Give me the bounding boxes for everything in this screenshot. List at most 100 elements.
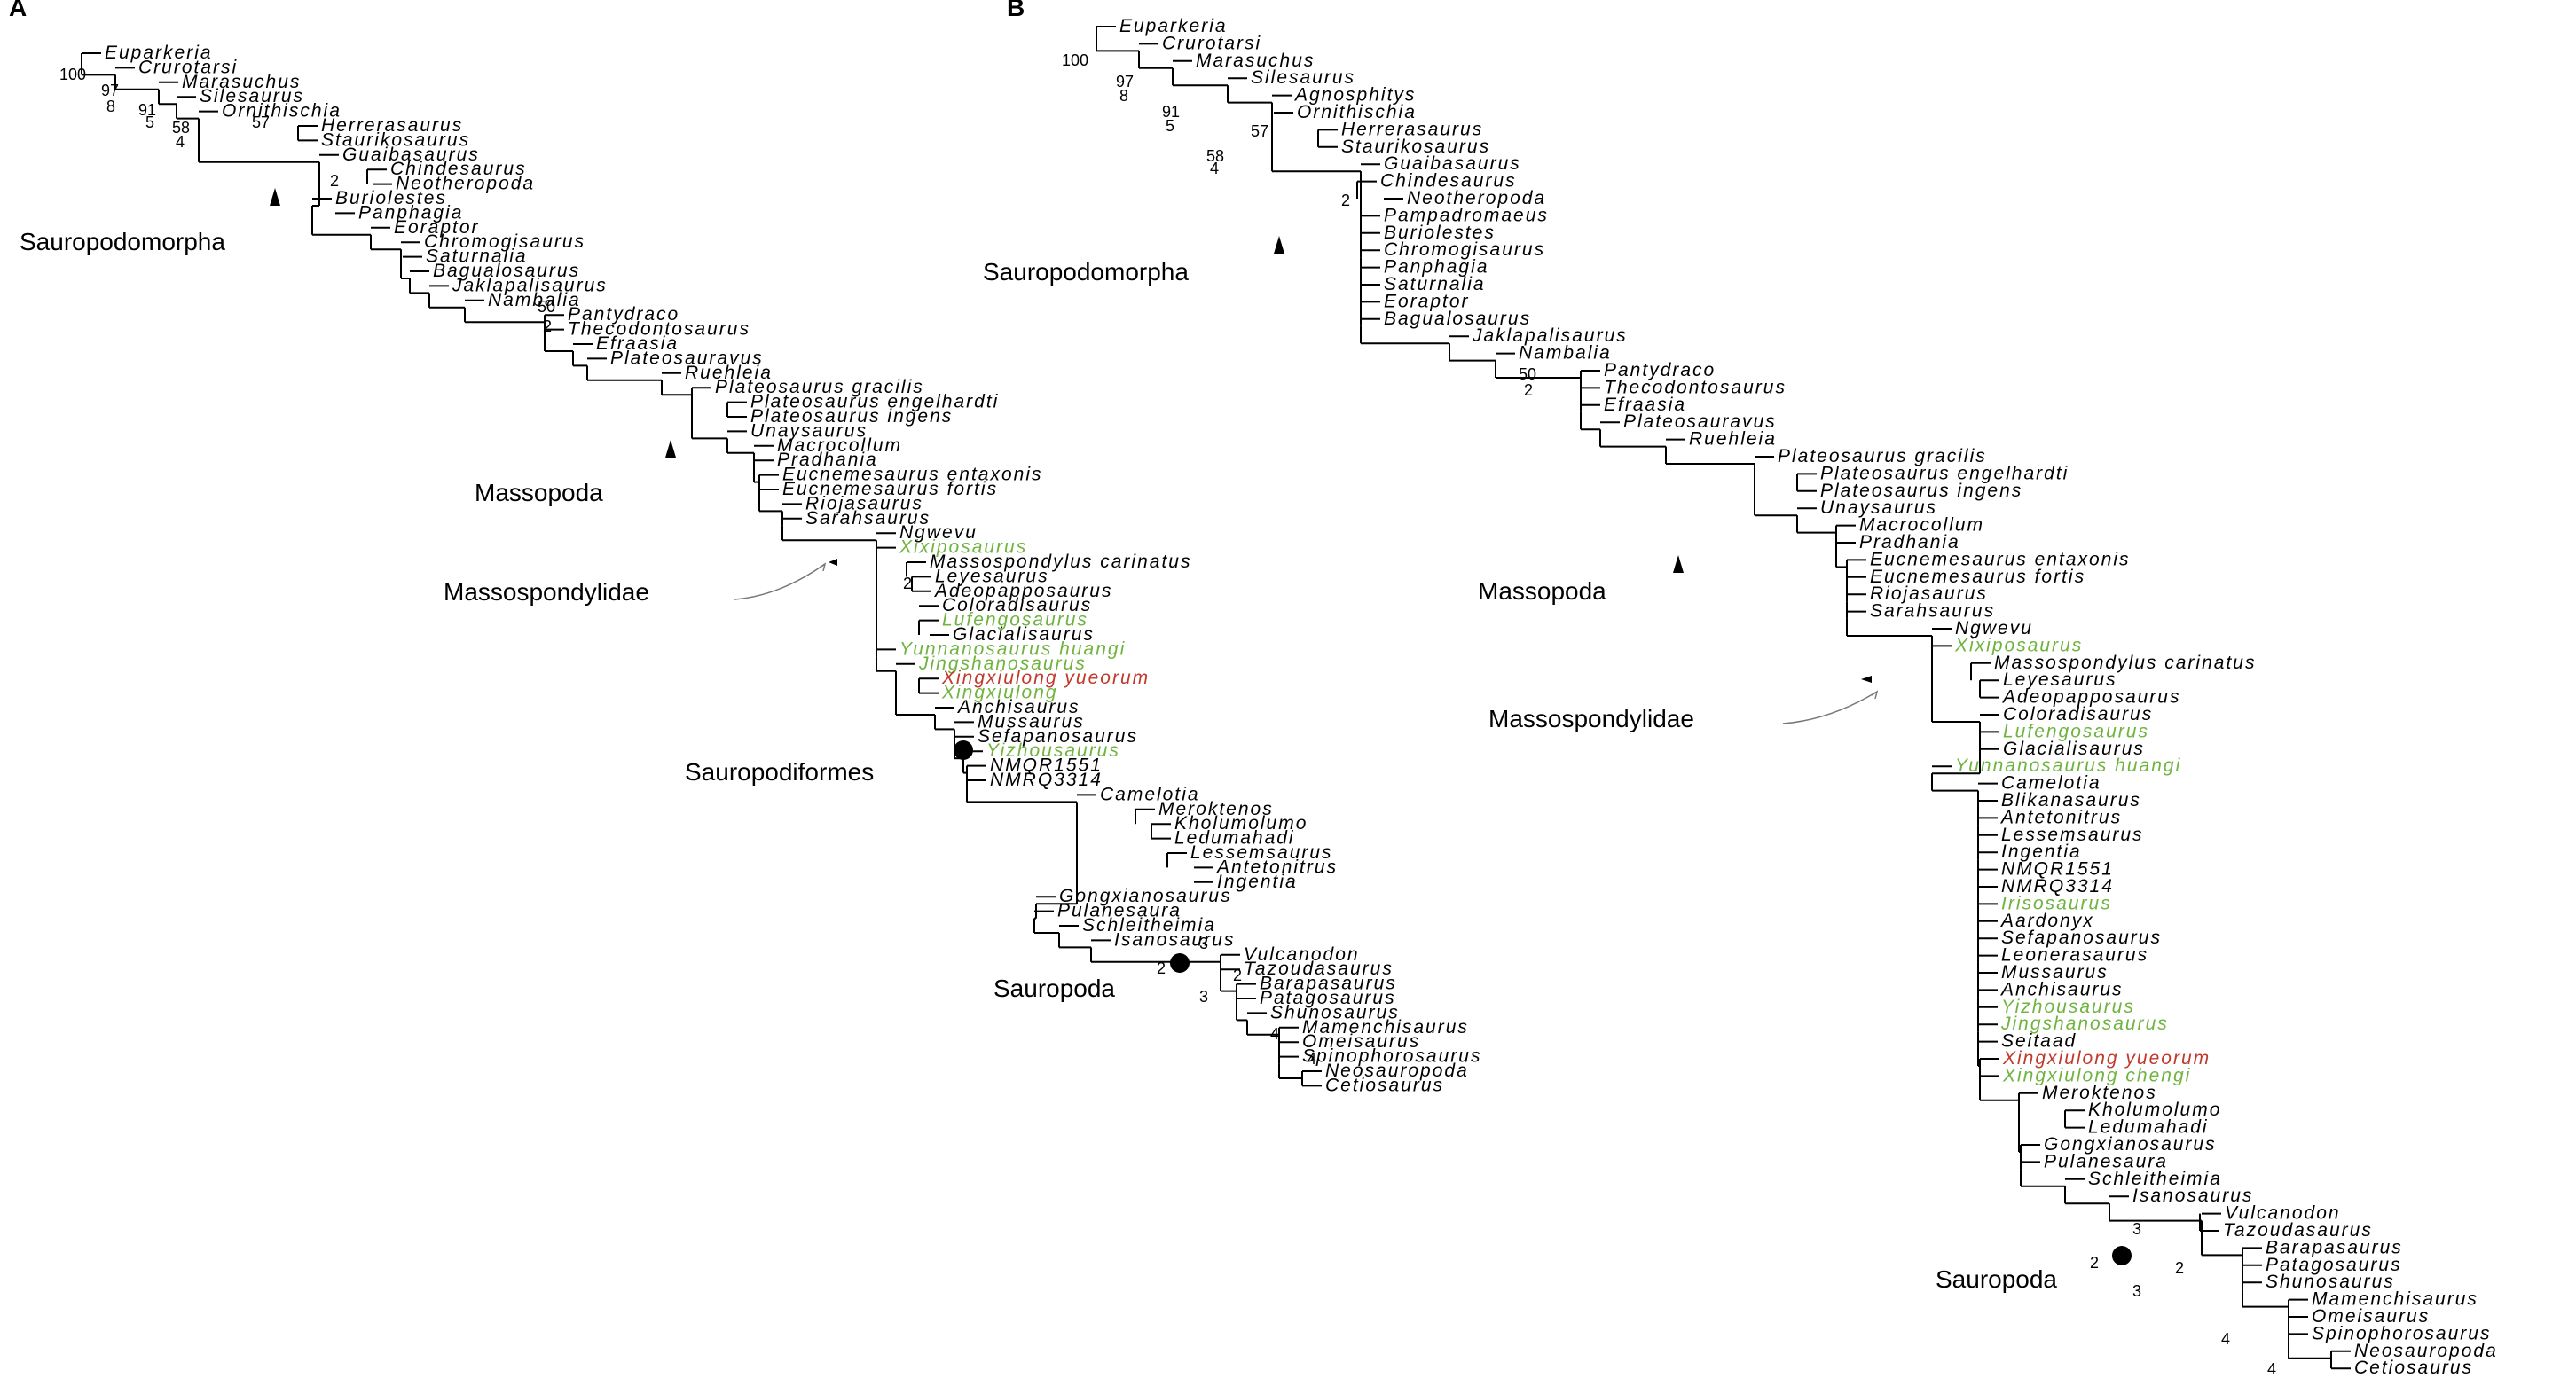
support-value: 3 xyxy=(2132,1282,2141,1300)
support-value: 100 xyxy=(1062,51,1088,69)
support-value: 58 xyxy=(1206,147,1224,165)
taxon-label-neotheropoda: Neotheropoda xyxy=(1407,188,1546,208)
panel-b: B EuparkeriaCrurotarsiMarasuchusSilesaur… xyxy=(983,0,2496,1378)
taxon-label-gongxianosaurus: Gongxianosaurus xyxy=(1059,886,1232,906)
support-value: 58 xyxy=(172,119,190,137)
support-value: 4 xyxy=(2221,1330,2230,1348)
taxon-label-efraasia: Efraasia xyxy=(596,333,679,354)
taxon-label-eucnemesaurus-entaxonis: Eucnemesaurus entaxonis xyxy=(1870,549,2130,569)
taxon-label-schleitheimia: Schleitheimia xyxy=(2088,1169,2222,1189)
taxon-label-pulanesaura: Pulanesaura xyxy=(2044,1151,2168,1171)
support-value: 4 xyxy=(176,133,185,151)
taxon-label-pampadromaeus: Pampadromaeus xyxy=(1384,205,1549,225)
taxon-label-mussaurus: Mussaurus xyxy=(2001,962,2109,983)
taxon-label-pantydraco: Pantydraco xyxy=(568,304,679,325)
taxon-label-anchisaurus: Anchisaurus xyxy=(956,697,1080,717)
node-arrow-icon xyxy=(270,188,280,206)
support-values-b: 100 97 8 91 5 58 4 57 2 50 2 3 2 2 3 4 4 xyxy=(1062,51,2276,1378)
taxon-label-leonerasaurus: Leonerasaurus xyxy=(2001,945,2148,966)
support-value: 2 xyxy=(2175,1259,2184,1277)
taxon-label-buriolestes: Buriolestes xyxy=(1384,223,1496,243)
support-value: 4 xyxy=(1270,1025,1279,1043)
taxon-label-cetiosaurus: Cetiosaurus xyxy=(2354,1358,2473,1378)
node-arrow-icon xyxy=(1673,555,1684,573)
support-value: 3 xyxy=(1199,988,1208,1006)
taxon-label-massospondylus-carinatus: Massospondylus carinatus xyxy=(930,552,1191,572)
taxon-label-blikanasaurus: Blikanasaurus xyxy=(2001,790,2141,810)
taxon-label-neotheropoda: Neotheropoda xyxy=(396,174,535,194)
taxon-label-camelotia: Camelotia xyxy=(1100,784,1200,804)
clade-label-sauropoda: Sauropoda xyxy=(1936,1265,2057,1293)
taxon-label-meroktenos: Meroktenos xyxy=(2042,1083,2157,1103)
taxon-label-plateosauravus: Plateosauravus xyxy=(1623,411,1777,432)
taxon-label-tazoudasaurus: Tazoudasaurus xyxy=(2223,1220,2373,1241)
clade-pointer xyxy=(1782,691,1878,724)
taxon-label-anchisaurus: Anchisaurus xyxy=(1999,979,2124,999)
taxon-label-coloradisaurus: Coloradisaurus xyxy=(2003,704,2153,724)
panel-b-taxa: EuparkeriaCrurotarsiMarasuchusSilesaurus… xyxy=(1096,16,2496,1378)
taxon-label-xixiposaurus: Xixiposaurus xyxy=(1954,635,2083,655)
taxon-label-eoraptor: Eoraptor xyxy=(394,217,480,238)
panel-a-taxa: EuparkeriaCrurotarsiMarasuchusSilesaurus… xyxy=(82,43,1481,1095)
support-value: 2 xyxy=(1233,967,1242,984)
taxon-label-yunnanosaurus-huangi: Yunnanosaurus huangi xyxy=(899,638,1126,659)
taxon-label-macrocollum: Macrocollum xyxy=(1859,515,1984,536)
support-value: 50 xyxy=(538,298,555,316)
support-value: 2 xyxy=(1157,959,1166,977)
taxon-label-ingentia: Ingentia xyxy=(2001,842,2082,862)
node-arrow-icon xyxy=(829,559,837,566)
taxon-label-ngwevu: Ngwevu xyxy=(1955,618,2033,638)
taxon-label-kholumolumo: Kholumolumo xyxy=(1174,813,1308,834)
taxon-label-jaklapalisaurus: Jaklapalisaurus xyxy=(452,275,608,295)
taxon-label-mussaurus: Mussaurus xyxy=(978,711,1085,732)
support-value: 4 xyxy=(1308,1050,1316,1068)
taxon-label-unaysaurus: Unaysaurus xyxy=(1820,497,1937,518)
taxon-label-sefapanosaurus: Sefapanosaurus xyxy=(2001,928,2162,948)
taxon-label-lessemsaurus: Lessemsaurus xyxy=(2001,825,2144,845)
taxon-label-gongxianosaurus: Gongxianosaurus xyxy=(2044,1134,2217,1155)
taxon-label-eucnemesaurus-entaxonis: Eucnemesaurus entaxonis xyxy=(782,465,1042,485)
clade-label-massopoda: Massopoda xyxy=(475,479,603,506)
taxon-label-marasuchus: Marasuchus xyxy=(1196,51,1315,71)
support-values-a: 100 97 8 91 5 58 4 57 2 50 2 2 3 2 2 3 4… xyxy=(59,66,1316,1068)
taxon-label-ngwevu: Ngwevu xyxy=(899,522,978,543)
pointer-arrowhead-icon xyxy=(1871,690,1879,700)
taxon-label-spinophorosaurus: Spinophorosaurus xyxy=(1302,1046,1481,1067)
taxon-label-kholumolumo: Kholumolumo xyxy=(2088,1100,2221,1120)
support-value: 97 xyxy=(1116,73,1134,90)
taxon-label-sarahsaurus: Sarahsaurus xyxy=(1870,601,1995,622)
taxon-label-plateosauravus: Plateosauravus xyxy=(610,348,764,368)
taxon-label-coloradisaurus: Coloradisaurus xyxy=(942,595,1092,615)
taxon-label-jingshanosaurus: Jingshanosaurus xyxy=(918,654,1087,674)
clade-label-sauropodomorpha: Sauropodomorpha xyxy=(20,228,225,255)
support-value: 8 xyxy=(1119,87,1128,105)
support-value: 100 xyxy=(59,66,86,83)
taxon-label-plateosaurus-gracilis: Plateosaurus gracilis xyxy=(1778,446,1987,466)
support-value: 3 xyxy=(2132,1220,2141,1238)
taxon-label-sarahsaurus: Sarahsaurus xyxy=(805,508,931,529)
taxon-label-staurikosaurus: Staurikosaurus xyxy=(1341,137,1490,157)
taxon-label-ledumahadi: Ledumahadi xyxy=(1174,828,1295,849)
taxon-label-sefapanosaurus: Sefapanosaurus xyxy=(978,726,1138,747)
taxon-label-aardonyx: Aardonyx xyxy=(1999,911,2094,931)
taxon-label-jingshanosaurus: Jingshanosaurus xyxy=(2000,1014,2169,1034)
taxon-label-pradhania: Pradhania xyxy=(1859,532,1960,552)
stem-node-circle-icon xyxy=(1170,953,1190,973)
support-value: 91 xyxy=(1162,103,1180,121)
taxon-label-isanosaurus: Isanosaurus xyxy=(2132,1186,2253,1206)
taxon-label-staurikosaurus: Staurikosaurus xyxy=(321,129,470,150)
taxon-label-bagualosaurus: Bagualosaurus xyxy=(1384,309,1531,329)
taxon-label-chindesaurus: Chindesaurus xyxy=(1380,171,1517,192)
taxon-label-vulcanodon: Vulcanodon xyxy=(1244,944,1360,965)
taxon-label-crurotarsi: Crurotarsi xyxy=(1162,33,1261,53)
taxon-label-chromogisaurus: Chromogisaurus xyxy=(1384,239,1545,260)
clade-label-massospondylidae: Massospondylidae xyxy=(444,578,649,606)
taxon-label-ruehleia: Ruehleia xyxy=(1689,429,1777,450)
support-value: 97 xyxy=(101,82,119,99)
support-value: 2 xyxy=(543,317,552,335)
taxon-label-unaysaurus: Unaysaurus xyxy=(750,420,868,441)
taxon-label-omeisaurus: Omeisaurus xyxy=(1302,1031,1420,1052)
taxon-label-xingxiulong-yueorum: Xingxiulong yueorum xyxy=(2002,1048,2211,1069)
taxon-label-eucnemesaurus-fortis: Eucnemesaurus fortis xyxy=(782,479,998,499)
